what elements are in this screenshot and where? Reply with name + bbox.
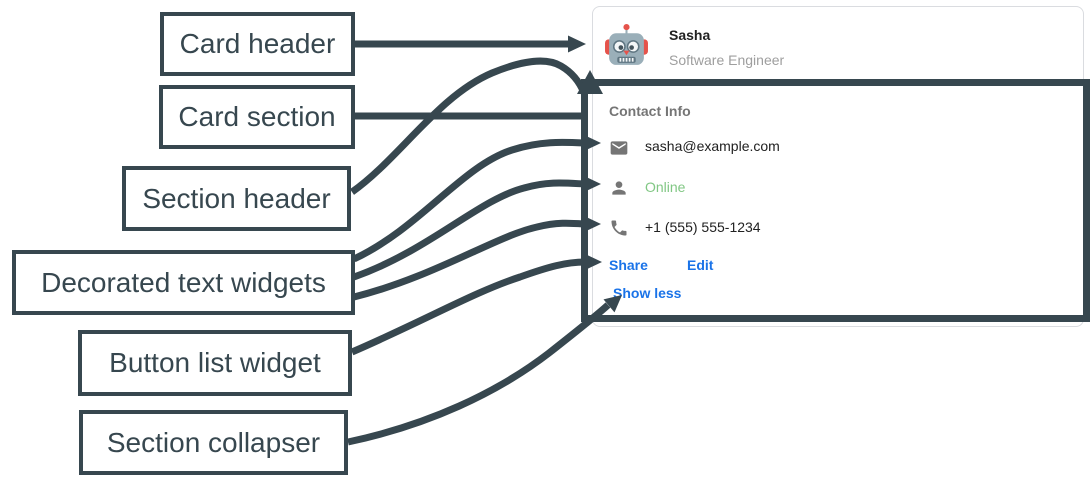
section-header-title: Contact Info <box>609 103 691 119</box>
label-section-header: Section header <box>122 166 351 231</box>
decorated-text-arrow-email <box>352 134 601 263</box>
robot-icon <box>605 24 648 65</box>
decorated-text-arrow-status <box>352 175 601 281</box>
label-decorated-text-widgets: Decorated text widgets <box>12 250 355 315</box>
phone-icon <box>609 218 629 238</box>
avatar <box>604 23 649 68</box>
person-icon <box>609 178 629 198</box>
email-text: sasha@example.com <box>645 138 780 154</box>
card-header-subtitle: Software Engineer <box>669 52 785 68</box>
button-list-arrow <box>350 253 602 356</box>
decorated-text-arrow-phone <box>353 215 601 301</box>
phone-text: +1 (555) 555-1234 <box>645 219 761 235</box>
status-text: Online <box>645 179 686 195</box>
label-card-section: Card section <box>159 85 355 149</box>
card-header-arrow <box>355 35 586 53</box>
label-button-list-widget: Button list widget <box>78 330 352 396</box>
card-header-name: Sasha <box>669 27 711 43</box>
label-section-collapser: Section collapser <box>79 410 348 475</box>
show-less-button[interactable]: Show less <box>613 285 682 301</box>
mail-icon <box>609 138 629 158</box>
contact-card: Sasha Software Engineer Contact Info sas… <box>592 6 1084 327</box>
label-card-header: Card header <box>160 12 355 76</box>
edit-button[interactable]: Edit <box>687 257 714 273</box>
share-button[interactable]: Share <box>609 257 648 273</box>
section-header-arrow <box>349 57 603 195</box>
section-collapser-arrow <box>347 295 622 446</box>
